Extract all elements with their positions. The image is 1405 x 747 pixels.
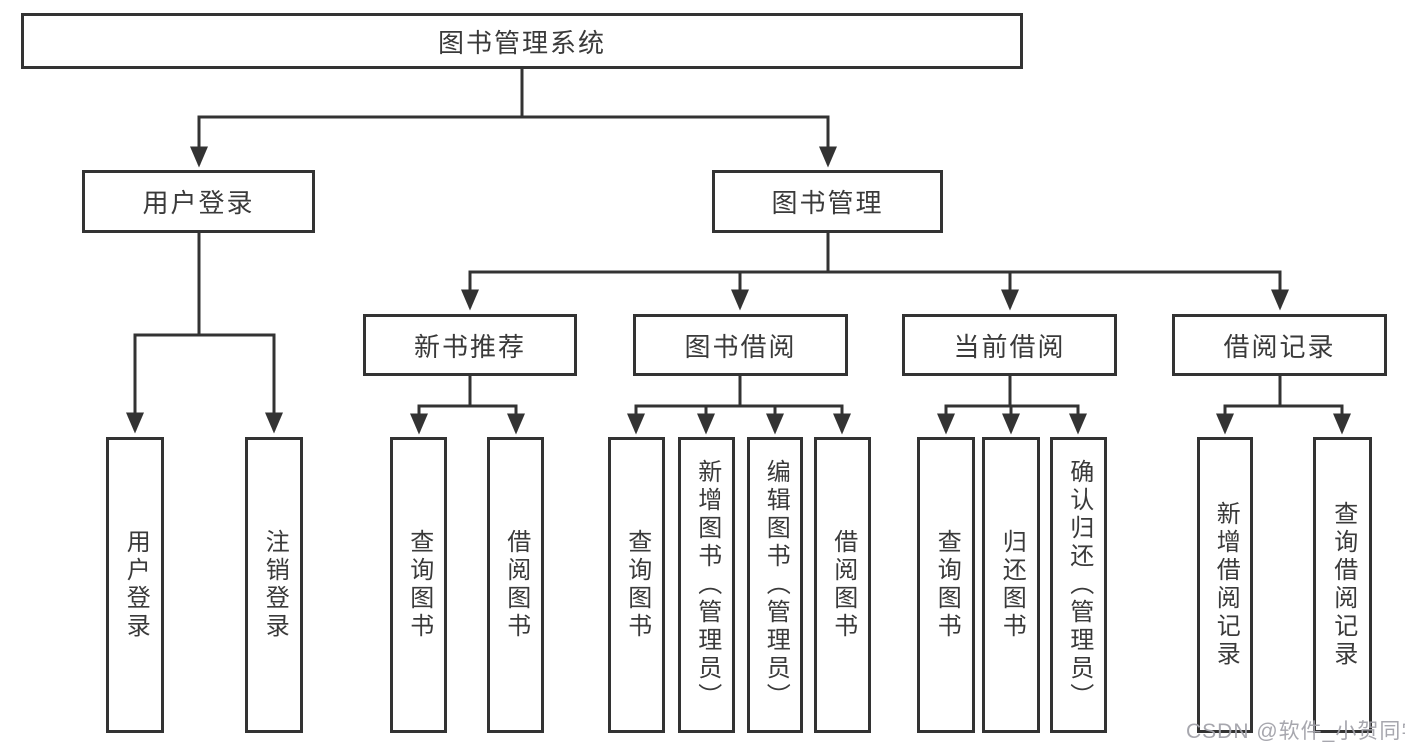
leaf-borrow-books-recommend: 借阅图书 xyxy=(487,437,544,733)
leaf-query-borrow-record: 查询借阅记录 xyxy=(1313,437,1372,733)
node-book-management: 图书管理 xyxy=(712,170,943,233)
node-current-borrowing: 当前借阅 xyxy=(902,314,1117,376)
leaf-add-books-admin: 新增图书（管理员） xyxy=(678,437,735,733)
leaf-borrow-books: 借阅图书 xyxy=(814,437,871,733)
leaf-logout: 注销登录 xyxy=(245,437,303,733)
node-borrow-records: 借阅记录 xyxy=(1172,314,1387,376)
leaf-user-login: 用户登录 xyxy=(106,437,164,733)
leaf-query-books-current: 查询图书 xyxy=(917,437,975,733)
leaf-add-borrow-record: 新增借阅记录 xyxy=(1197,437,1253,733)
node-user-login: 用户登录 xyxy=(82,170,315,233)
leaf-return-books: 归还图书 xyxy=(982,437,1040,733)
leaf-query-books-recommend: 查询图书 xyxy=(390,437,447,733)
node-new-book-recommend: 新书推荐 xyxy=(363,314,577,376)
csdn-watermark: CSDN @软件_小贺同学 xyxy=(1186,720,1405,743)
leaf-query-books-borrowing: 查询图书 xyxy=(608,437,665,733)
leaf-confirm-return-admin: 确认归还（管理员） xyxy=(1050,437,1107,733)
leaf-edit-books-admin: 编辑图书（管理员） xyxy=(747,437,803,733)
node-book-borrowing: 图书借阅 xyxy=(633,314,848,376)
node-root-system: 图书管理系统 xyxy=(21,13,1023,69)
